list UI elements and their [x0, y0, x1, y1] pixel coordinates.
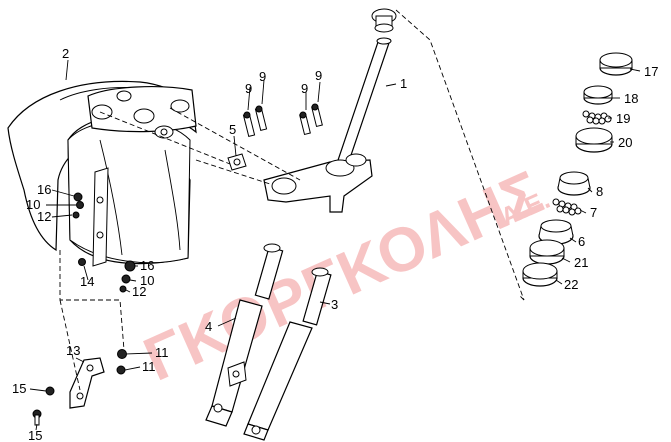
callout-9b: 9: [259, 69, 266, 84]
bolt-12b: [119, 285, 127, 293]
callout-5: 5: [229, 122, 236, 137]
callout-18: 18: [624, 91, 638, 106]
callout-15a: 15: [12, 381, 26, 396]
callout-16b: 16: [140, 258, 154, 273]
leader-lines: [29, 59, 641, 431]
callout-14: 14: [80, 274, 94, 289]
callout-10a: 10: [26, 197, 40, 212]
callout-9a: 9: [245, 81, 252, 96]
nut-10a: [76, 201, 84, 209]
callout-20: 20: [618, 135, 632, 150]
callout-16a: 16: [37, 182, 51, 197]
callout-19: 19: [616, 111, 630, 126]
nut-11a: [117, 349, 127, 359]
front-fender: [7, 80, 197, 267]
bolt-12a: [72, 211, 80, 219]
callout-21: 21: [574, 255, 588, 270]
nut-10b: [121, 274, 131, 284]
callout-12b: 12: [132, 284, 146, 299]
washer-16b: [124, 260, 136, 272]
callout-labels: 1 2 3 4 5 6 7 8 9 9 9 9 10 10 11 11 12 1…: [12, 46, 658, 442]
callout-13: 13: [66, 343, 80, 358]
nut-11b: [116, 365, 126, 375]
callout-8: 8: [596, 184, 603, 199]
fender-hardware: [72, 192, 136, 293]
callout-11b: 11: [142, 359, 156, 374]
callout-17: 17: [644, 64, 658, 79]
callout-11a: 11: [155, 345, 169, 360]
callout-4: 4: [205, 319, 212, 334]
callout-10b: 10: [140, 273, 154, 288]
bracket-assembly: [32, 349, 127, 426]
steering-stem: [263, 8, 397, 213]
fork-leg-left: [205, 243, 284, 427]
fork-leg-right: [243, 267, 332, 441]
nut-14: [78, 258, 86, 266]
bolts-9: [242, 103, 323, 138]
callout-6: 6: [578, 234, 585, 249]
bearing-stack: [522, 52, 633, 287]
callout-9c: 9: [301, 81, 308, 96]
ball-bearings-19: [582, 110, 612, 125]
washer-16a: [73, 192, 83, 202]
callout-7: 7: [590, 205, 597, 220]
callout-9d: 9: [315, 68, 322, 83]
callout-15b: 15: [28, 428, 42, 442]
callout-12a: 12: [37, 209, 51, 224]
callout-3: 3: [331, 297, 338, 312]
callout-2: 2: [62, 46, 69, 61]
callout-1: 1: [400, 76, 407, 91]
brake-hose-clamp: [227, 153, 247, 171]
ball-bearings-7: [552, 198, 582, 216]
bolt-15a: [45, 386, 55, 396]
callout-22: 22: [564, 277, 578, 292]
